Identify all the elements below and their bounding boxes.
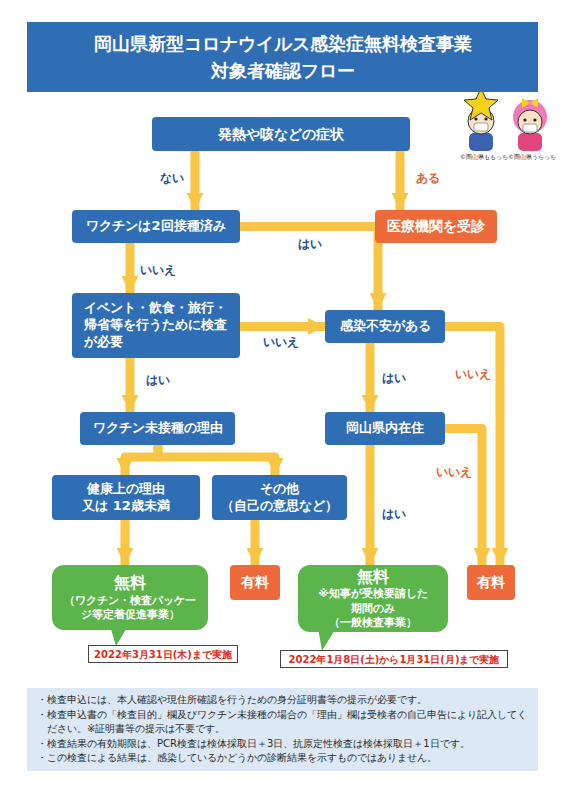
node-text: 2022年1月8日(土)から1月31日(月)まで実施 [289,653,500,666]
process-box: 発熱や咳などの症状 [152,117,410,151]
mascot-hair [513,100,547,134]
edge-label: いいえ [455,366,491,383]
mascot-mask [523,124,537,132]
title-band: 岡山県新型コロナウイルス感染症無料検査事業 対象者確認フロー [27,22,538,92]
copyright-label: ©岡山県ももっち [460,153,508,162]
flow-arrow [396,151,405,210]
node-text: 無料 [114,573,146,594]
result-box: 有料 [230,565,280,600]
flow-arrow [251,520,260,565]
process-box: イベント・飲食・旅行・帰省等を行うために検査が必要 [72,293,240,358]
title-text: 岡山県新型コロナウイルス感染症無料検査事業 対象者確認フロー [27,30,538,84]
mascot [464,88,498,151]
node-text: 感染不安がある [340,318,431,335]
note-text: ・検査申込には、本人確認や現住所確認を行うための身分証明書等の提示が必要です。 [37,693,528,708]
flow-arrow [240,322,325,331]
note-text: ・検査結果の有効期限は、PCR検査は検体採取日＋3日、抗原定性検査は検体採取日＋… [37,737,528,752]
process-box: 感染不安がある [325,310,445,343]
edge-label: ない [160,170,184,187]
edge-label: はい [382,370,406,387]
result-box: 医療機関を受診 [375,210,497,243]
edge-label: いいえ [263,334,299,351]
node-text: 医療機関を受診 [387,217,485,235]
flow-arrow [366,343,375,412]
node-text: （一般検査事業） [329,616,417,630]
node-text: ワクチンは2回接種済み [86,218,225,235]
process-box: その他 （自己の意思など） [212,475,347,520]
edge-label: はい [382,506,406,523]
mascot-eye [533,118,536,121]
flow-arrow [158,445,275,475]
node-text: イベント・飲食・旅行・帰省等を行うために検査が必要 [84,300,228,351]
mascot-body [518,133,542,151]
note-text: ・この検査による結果は、感染しているかどうかの診断結果を示すものではありません。 [37,751,528,766]
mascot-face [518,110,542,134]
mascot-bow [522,98,538,108]
mascot-eye [484,117,487,120]
node-text: ワクチン未接種の理由 [93,420,223,437]
flow-arrow [125,445,158,475]
result-box: 無料※知事が受検要請した期間のみ（一般検査事業） [298,565,448,632]
mascot-star-hat [464,88,498,120]
flow-arrow [121,520,130,565]
flow-arrow [191,151,200,210]
flow-arrow [126,358,135,412]
process-box: ワクチン未接種の理由 [80,412,235,445]
mascot-mask [474,123,488,131]
mascot-body [469,133,493,151]
result-box: 無料（ワクチン・検査パッケージ等定着促進事業） [52,565,208,630]
flow-arrow [366,445,375,565]
node-text: 有料 [477,573,505,591]
note-text: ・検査申込書の「検査目的」欄及びワクチン未接種の場合の「理由」欄は受検者の自己申… [37,708,528,737]
node-text: 健康上の理由 又は 12歳未満 [81,481,171,515]
node-text: 岡山県内在住 [346,420,424,437]
edge-label: いいえ [436,464,472,481]
process-box: 岡山県内在住 [325,412,445,445]
flow-arrow [240,227,378,311]
node-text: 有料 [241,573,269,591]
flow-arrow [126,243,135,293]
node-text: 無料 [357,567,389,588]
mascot-eye [474,117,477,120]
node-text: その他 （自己の意思など） [218,481,341,515]
callout-box: 2022年3月31日(木)まで実施 [88,645,238,663]
mascot [513,98,547,151]
edge-label: いいえ [140,262,176,279]
edge-label: ある [416,170,440,187]
flow-arrow [445,327,500,566]
edge-label: はい [298,236,322,253]
note-band: ・検査申込には、本人確認や現住所確認を行うための身分証明書等の提示が必要です。・… [27,688,538,771]
copyright-label: ©岡山県うらっち [508,153,556,162]
result-box: 有料 [467,565,515,600]
process-box: 健康上の理由 又は 12歳未満 [52,475,200,520]
node-text: 2022年3月31日(木)まで実施 [94,648,232,661]
node-text: 発熱や咳などの症状 [218,125,344,143]
process-box: ワクチンは2回接種済み [72,210,240,243]
node-text: ※知事が受検要請した期間のみ [317,587,429,616]
edge-label: はい [146,372,170,389]
flow-arrow [445,429,482,566]
node-text: （ワクチン・検査パッケージ等定着促進事業） [62,594,198,623]
mascot-eye [523,118,526,121]
callout-box: 2022年1月8日(土)から1月31日(月)まで実施 [280,650,508,668]
